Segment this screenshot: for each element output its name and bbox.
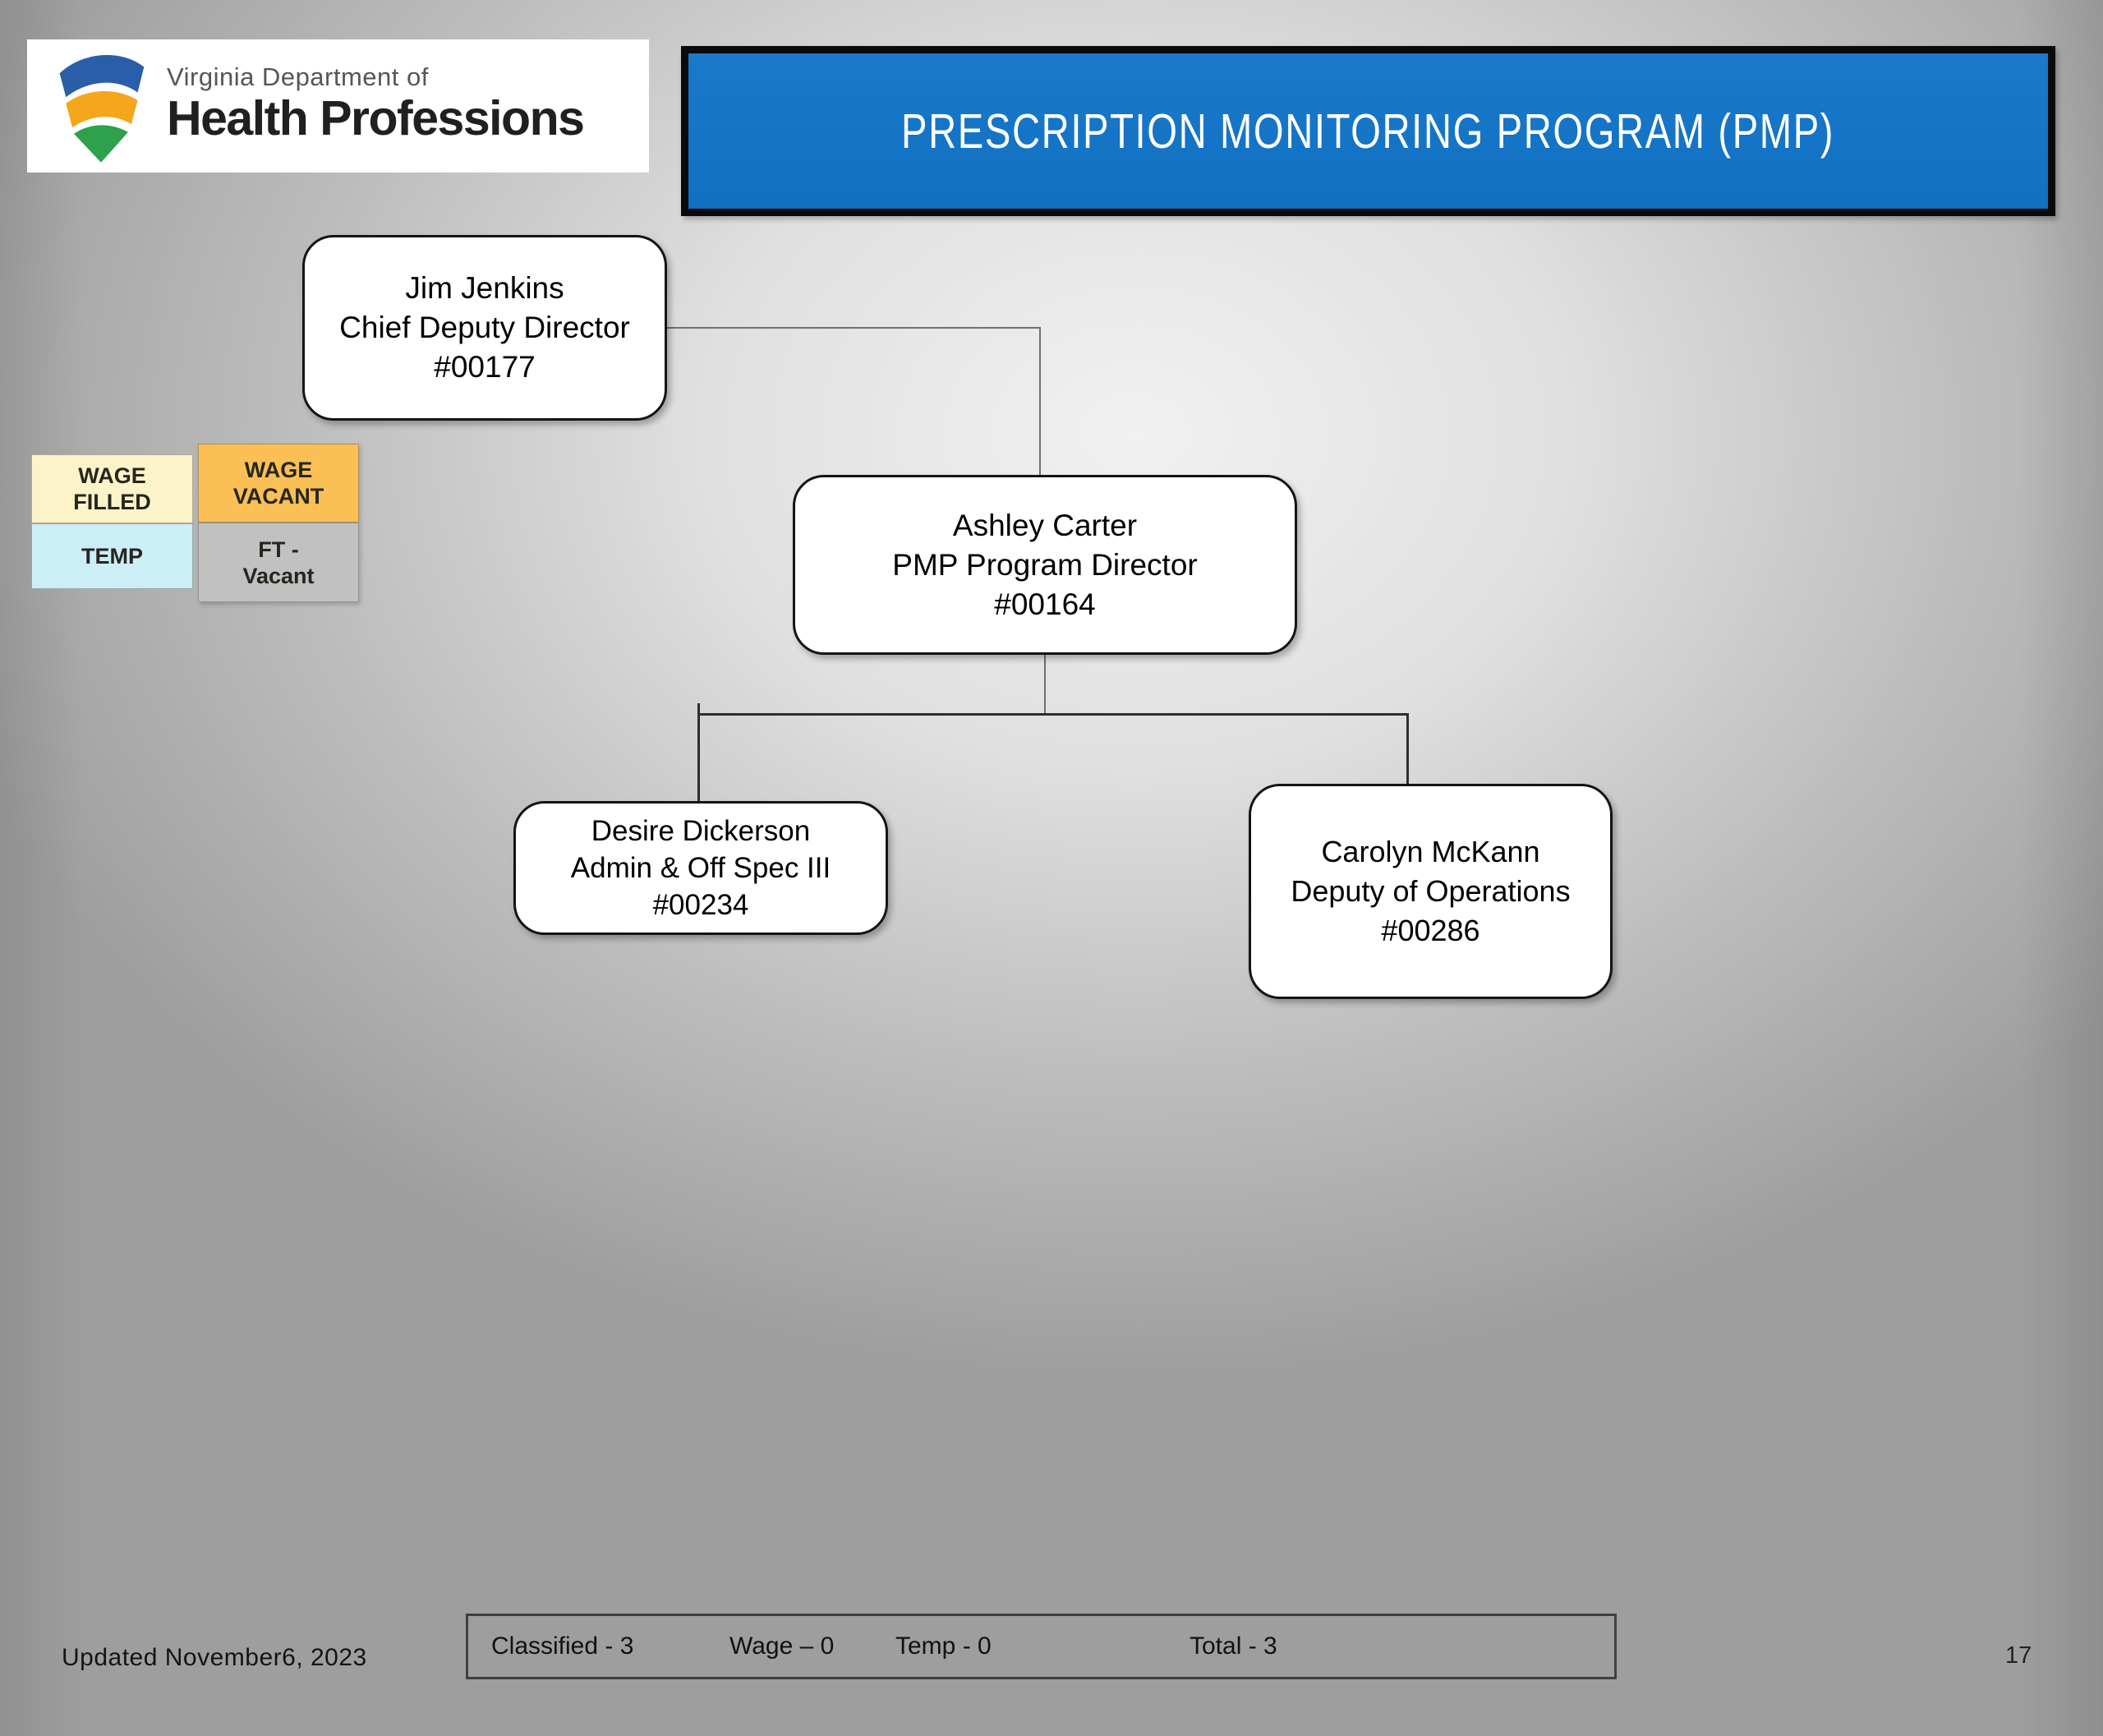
node-title: Deputy of Operations [1291, 874, 1571, 908]
legend-wage-filled: WAGE FILLED [31, 454, 193, 523]
connector-children-horizontal [698, 713, 1409, 716]
node-name: Ashley Carter [952, 508, 1138, 542]
node-position-number: #00177 [434, 350, 536, 384]
stat-total: Total - 3 [1190, 1632, 1277, 1660]
logo-org-line2: Health Professions [167, 91, 585, 145]
org-node-ashley-carter: Ashley Carter PMP Program Director #0016… [793, 475, 1297, 655]
logo-org-line1: Virginia Department of [167, 62, 429, 91]
legend-wage-vacant: WAGE VACANT [198, 444, 359, 523]
connector-carolyn-drop [1406, 713, 1409, 785]
connector-desire-drop [697, 703, 700, 803]
vdhp-logo: Virginia Department of Health Profession… [27, 39, 649, 173]
connector-jim-to-ashley-vertical [1039, 327, 1041, 478]
node-position-number: #00234 [652, 889, 749, 921]
updated-date-note: Updated November6, 2023 [62, 1644, 367, 1671]
stat-classified: Classified - 3 [491, 1632, 634, 1660]
title-banner: PRESCRIPTION MONITORING PROGRAM (PMP) [681, 46, 2055, 216]
stat-temp: Temp - 0 [895, 1632, 992, 1660]
stat-wage: Wage – 0 [729, 1632, 835, 1660]
org-node-carolyn-mckann: Carolyn McKann Deputy of Operations #002… [1249, 784, 1613, 999]
node-position-number: #00164 [994, 587, 1096, 621]
node-title: Admin & Off Spec III [570, 852, 831, 884]
connector-jim-to-ashley-horizontal [665, 327, 1041, 329]
page-number: 17 [2005, 1642, 2032, 1669]
node-name: Carolyn McKann [1321, 835, 1540, 868]
footer-stats-bar: Classified - 3 Wage – 0 Temp - 0 Total -… [466, 1614, 1617, 1679]
node-name: Desire Dickerson [591, 815, 811, 847]
org-node-jim-jenkins: Jim Jenkins Chief Deputy Director #00177 [302, 235, 667, 421]
vdhp-shield-icon [59, 54, 145, 163]
slide-title: PRESCRIPTION MONITORING PROGRAM (PMP) [901, 104, 1835, 159]
legend-ft-vacant: FT - Vacant [198, 523, 359, 602]
node-name: Jim Jenkins [405, 271, 564, 305]
org-node-desire-dickerson: Desire Dickerson Admin & Off Spec III #0… [513, 801, 888, 935]
node-position-number: #00286 [1381, 914, 1480, 947]
logo-text: Virginia Department of Health Profession… [167, 62, 585, 145]
connector-ashley-drop [1044, 653, 1046, 716]
node-title: Chief Deputy Director [339, 311, 630, 344]
node-title: PMP Program Director [892, 547, 1198, 582]
legend-temp: TEMP [31, 523, 193, 589]
